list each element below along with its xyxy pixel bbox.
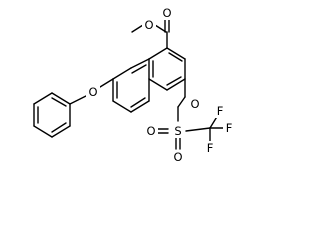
atom-o-carbonyl: O bbox=[160, 6, 174, 20]
bond-phenyl-2 bbox=[51, 125, 71, 138]
atom-o-triflate: O bbox=[188, 97, 202, 111]
bond-ring-a-5 bbox=[148, 47, 168, 60]
atom-label: F bbox=[226, 121, 233, 135]
atom-labels: O O O O O S O F bbox=[86, 6, 235, 164]
atom-label: O bbox=[162, 6, 171, 20]
bond-ring-b-3 bbox=[112, 100, 132, 113]
atom-o-sulfonyl-left: O bbox=[144, 124, 158, 138]
bond-methyl-ester-o bbox=[131, 24, 144, 33]
bond-phenoxy-o-phenyl bbox=[69, 95, 87, 105]
atom-label: O bbox=[146, 124, 155, 138]
atom-label: O bbox=[190, 97, 199, 111]
atom-label: O bbox=[88, 85, 97, 99]
bond-network bbox=[33, 19, 224, 150]
bond-ring-a-3-inner bbox=[166, 76, 182, 86]
chemical-structure-diagram: O O O O O S O F bbox=[33, 6, 235, 164]
bond-ring-b-6-inner bbox=[131, 64, 147, 74]
bond-naphthyl-phenoxy-o bbox=[99, 78, 114, 88]
atom-f-bottom: F bbox=[204, 141, 216, 155]
atom-s-sulfonyl: S bbox=[171, 124, 185, 138]
bond-ring-b-2-inner bbox=[130, 97, 146, 108]
atom-label: F bbox=[207, 141, 214, 155]
bond-phenyl-6 bbox=[51, 92, 71, 105]
bond-ring-b-5 bbox=[112, 67, 132, 80]
atom-o-phenoxy: O bbox=[86, 85, 100, 99]
atom-o-sulfonyl-bottom: O bbox=[171, 150, 185, 164]
bond-phenyl-2-inner bbox=[51, 122, 67, 133]
bond-phenyl-6-inner bbox=[51, 97, 67, 107]
bond-triflate-o-carbon bbox=[177, 96, 186, 108]
bond-ring-b-6 bbox=[130, 58, 150, 69]
bond-ring-a-3 bbox=[166, 78, 186, 91]
bond-ring-b-2 bbox=[130, 100, 150, 113]
bond-phenyl-3 bbox=[33, 125, 53, 138]
bond-sulfur-cf3 bbox=[185, 127, 211, 132]
bond-phenyl-5 bbox=[33, 92, 53, 105]
bond-ring-a-1 bbox=[166, 47, 186, 60]
atom-o-ester: O bbox=[142, 18, 156, 32]
atom-label: F bbox=[217, 104, 224, 118]
bond-ester-o-carbonyl-c bbox=[154, 24, 167, 33]
atom-f-top: F bbox=[214, 104, 226, 118]
atom-label: S bbox=[174, 124, 181, 138]
atom-label: O bbox=[144, 18, 153, 32]
atom-f-right: F bbox=[223, 121, 235, 135]
bond-ring-a-4 bbox=[148, 78, 168, 91]
bond-ring-a-1-inner bbox=[168, 52, 183, 62]
atom-label: O bbox=[173, 150, 182, 164]
